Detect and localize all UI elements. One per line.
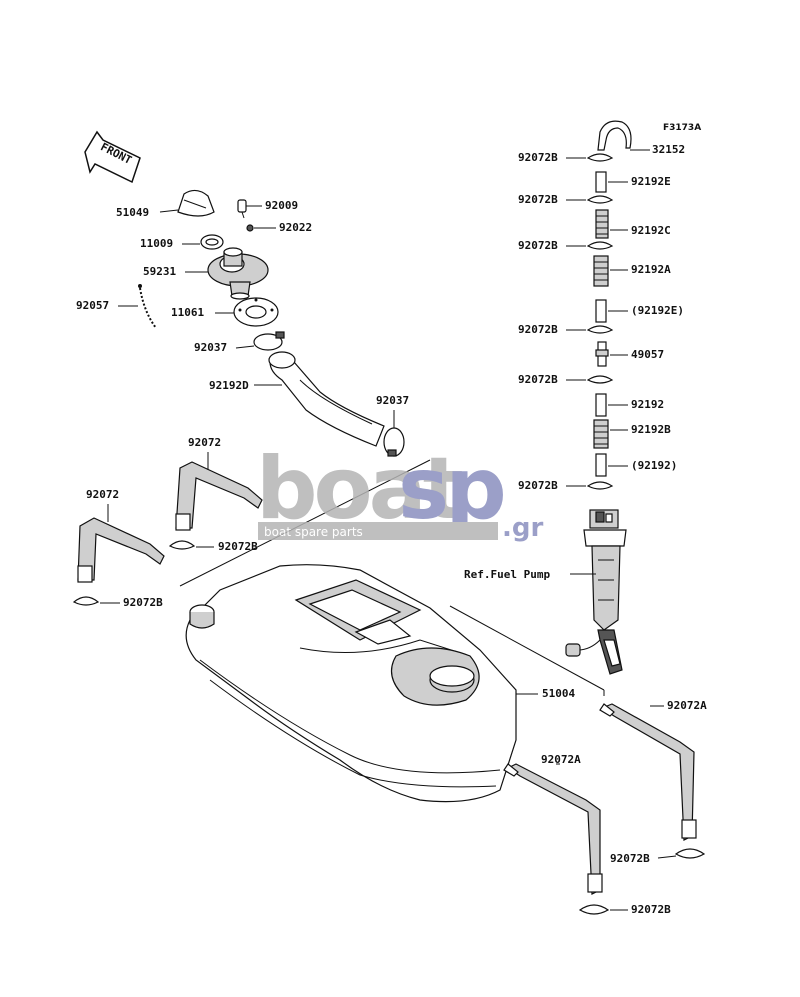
tank-strap-lower-right-part (503, 763, 603, 895)
label-92057: 92057 (76, 299, 109, 312)
hose-clamp-upper-part (253, 331, 285, 351)
label-92022: 92022 (279, 221, 312, 234)
label-92072-upper: 92072 (188, 436, 221, 449)
tube-92192-part (595, 393, 607, 417)
figure-code: F3173A (663, 123, 701, 133)
elbow-hose-part (597, 120, 632, 151)
label-92192B: 92192B (631, 423, 671, 436)
screw-part (237, 199, 247, 219)
tube-92192E-part (595, 171, 607, 193)
flange-gasket-part (233, 297, 279, 327)
watermark-logo: boat sp .gr boat spare parts (256, 439, 543, 543)
label-92192: 92192 (631, 398, 664, 411)
front-arrow-icon: FRONT (84, 130, 141, 184)
hose-92192A-part (593, 255, 609, 287)
label-92192E: 92192E (631, 175, 671, 188)
label-92072B-r4: 92072B (518, 323, 558, 336)
reference-line-right (449, 605, 605, 691)
label-92072B-bottom-1: 92072B (610, 852, 650, 865)
label-92072B-bottom-2: 92072B (631, 903, 671, 916)
label-92072B-r6: 92072B (518, 479, 558, 492)
label-92192D: 92192D (209, 379, 249, 392)
strap-clip-left-2-part (72, 596, 100, 606)
label-92072B-left-1: 92072B (218, 540, 258, 553)
tank-strap-upper-left-part (175, 461, 263, 531)
filler-neck-part (207, 247, 269, 300)
watermark-suffix: .gr (502, 513, 543, 543)
label-92072B-r3: 92072B (518, 239, 558, 252)
fitting-49057-part (595, 341, 609, 367)
label-92192A: 92192A (631, 263, 671, 276)
label-59231: 59231 (143, 265, 176, 278)
washer-part (246, 224, 254, 232)
tank-strap-upper-right-part (599, 703, 697, 841)
tether-part (138, 284, 157, 329)
label-92072B-r1: 92072B (518, 151, 558, 164)
clip-r1-part (586, 153, 614, 162)
label-92072B-r5: 92072B (518, 373, 558, 386)
clip-r5-part (586, 375, 614, 384)
label-92037-lower: 92037 (376, 394, 409, 407)
label-92192C: 92192C (631, 224, 671, 237)
tube-92192E-ref-part (595, 299, 607, 323)
strap-clip-right-2-part (578, 904, 610, 915)
label-92037-upper: 92037 (194, 341, 227, 354)
hose-92192C-part (595, 209, 609, 239)
filler-hose-part (268, 351, 385, 447)
tube-92192-ref-part (595, 453, 607, 477)
label-92192-ref: (92192) (631, 459, 677, 472)
clip-r2-part (586, 195, 614, 204)
label-ref-fuel-pump: Ref.Fuel Pump (464, 568, 550, 581)
label-11061: 11061 (171, 306, 204, 319)
clip-r4-part (586, 325, 614, 334)
label-92072-lower: 92072 (86, 488, 119, 501)
watermark-tagline: boat spare parts (264, 525, 363, 539)
label-32152: 32152 (652, 143, 685, 156)
label-92009: 92009 (265, 199, 298, 212)
cap-cover-part (177, 189, 215, 217)
strap-clip-right-1-part (674, 848, 706, 859)
hose-92192B-part (593, 419, 609, 449)
strap-clip-left-1-part (168, 540, 196, 550)
label-92072A-upper: 92072A (667, 699, 707, 712)
fuel-pump-part (565, 509, 627, 675)
label-92192E-ref: (92192E) (631, 304, 684, 317)
label-92072B-left-2: 92072B (123, 596, 163, 609)
fuel-tank-part (185, 564, 517, 803)
label-51049: 51049 (116, 206, 149, 219)
label-51004: 51004 (542, 687, 575, 700)
tank-strap-lower-left-part (77, 517, 165, 583)
label-49057: 49057 (631, 348, 664, 361)
clip-r3-part (586, 241, 614, 250)
label-92072B-r2: 92072B (518, 193, 558, 206)
clip-r6-part (586, 481, 614, 490)
label-92072A-lower: 92072A (541, 753, 581, 766)
label-11009: 11009 (140, 237, 173, 250)
